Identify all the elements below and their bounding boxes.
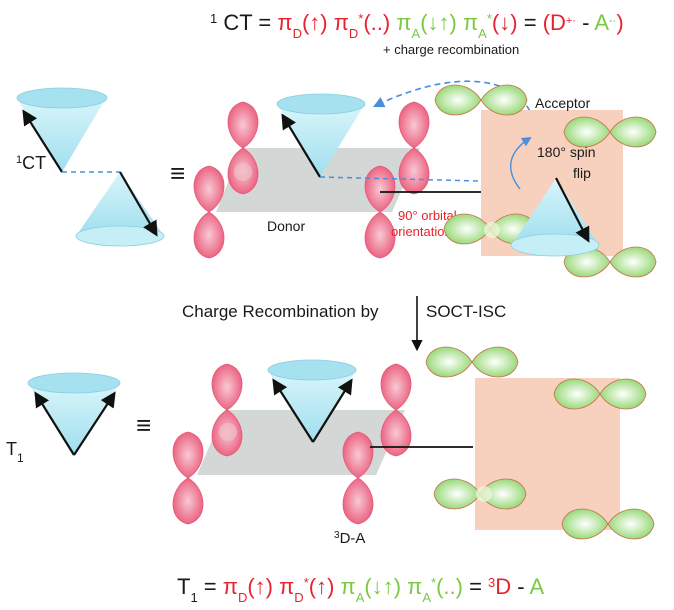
- orbital-orientation-label: 90° orbital orientation: [391, 208, 460, 239]
- donor-label: Donor: [267, 218, 305, 234]
- process-label-right: SOCT-ISC: [426, 302, 506, 321]
- charge-recombination-label: + charge recombination: [383, 42, 519, 57]
- singlet-spin-cones: [16, 87, 165, 247]
- equivalence-sign-bottom: ≡: [136, 410, 151, 440]
- donor-unit-bottom: [172, 359, 412, 525]
- triplet-label: T1: [6, 439, 24, 465]
- triplet-spin-cone: [27, 372, 121, 456]
- acceptor-unit-top: [434, 84, 657, 278]
- singlet-ct-label: 1CT: [16, 153, 46, 173]
- equivalence-sign-top: ≡: [170, 158, 185, 188]
- top-equation: 1 CT = πD(↑) πD*(..) πA(↓↑) πA*(↓) = (D+…: [210, 10, 624, 41]
- triplet-da-label: 3D-A: [334, 530, 365, 548]
- acceptor-unit-bottom: [425, 346, 655, 540]
- bottom-equation: T1 = πD(↑) πD*(↑) πA(↓↑) πA*(..) = 3D - …: [177, 574, 545, 605]
- donor-unit-top: [193, 93, 521, 259]
- spin-flip-label: 180° spin flip: [537, 144, 599, 181]
- acceptor-label: Acceptor: [535, 95, 591, 111]
- process-label-left: Charge Recombination by: [182, 302, 379, 321]
